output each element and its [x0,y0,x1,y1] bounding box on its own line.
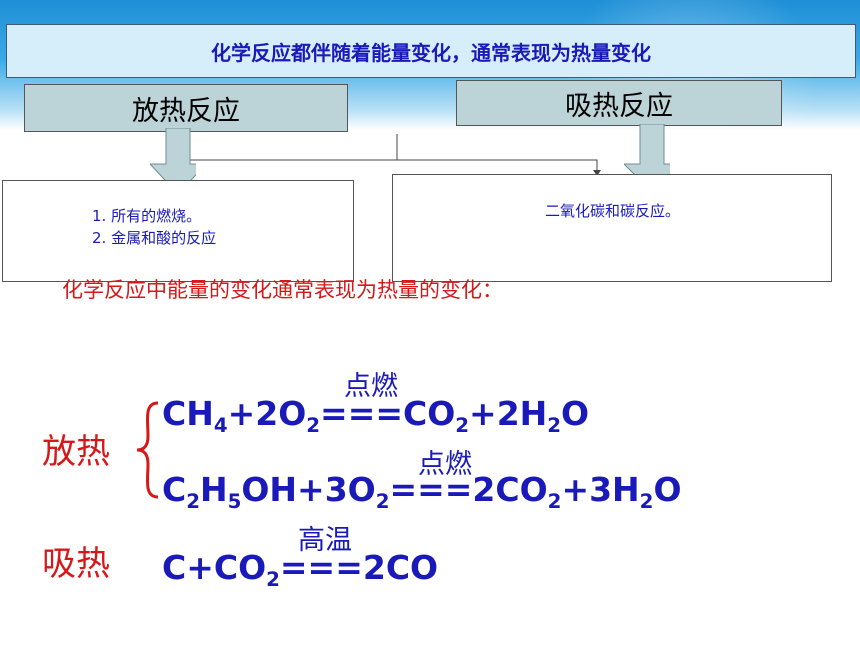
exothermic-examples-box [2,180,354,282]
reaction-condition: 点燃 [344,371,398,402]
down-arrow-icon [150,128,196,195]
endothermic-heading: 吸热反应 [456,80,782,126]
left-brace-icon [136,401,159,499]
endothermic-label: 吸热 [42,544,110,584]
endothermic-list: 二氧化碳和碳反应。 [545,200,680,222]
summary-note: 化学反应中能量的变化通常表现为热量的变化： [62,278,503,302]
list-item: 2. 金属和酸的反应 [92,229,217,247]
page-title: 化学反应都伴随着能量变化，通常表现为热量变化 [211,40,651,65]
connector-arrowhead [593,170,601,176]
equation-methane-combustion: CH4+2O2===CO2+2H2O [162,394,590,437]
connector-lines [185,134,601,176]
equation-carbon-co2: C+CO2===2CO [162,548,439,591]
endothermic-examples-box [392,174,832,282]
list-item: 1. 所有的燃烧。 [92,207,202,225]
exothermic-heading: 放热反应 [24,84,348,132]
exothermic-list: 1. 所有的燃烧。 2. 金属和酸的反应 [92,205,216,249]
list-item: 二氧化碳和碳反应。 [545,202,681,220]
title-banner: 化学反应都伴随着能量变化，通常表现为热量变化 [6,24,856,78]
reaction-condition: 高温 [298,525,352,556]
reaction-condition: 点燃 [418,449,472,480]
connector-line [185,159,598,174]
exothermic-label: 放热 [42,432,110,472]
equation-ethanol-combustion: C2H5OH+3O2===2CO2+3H2O [162,470,682,513]
